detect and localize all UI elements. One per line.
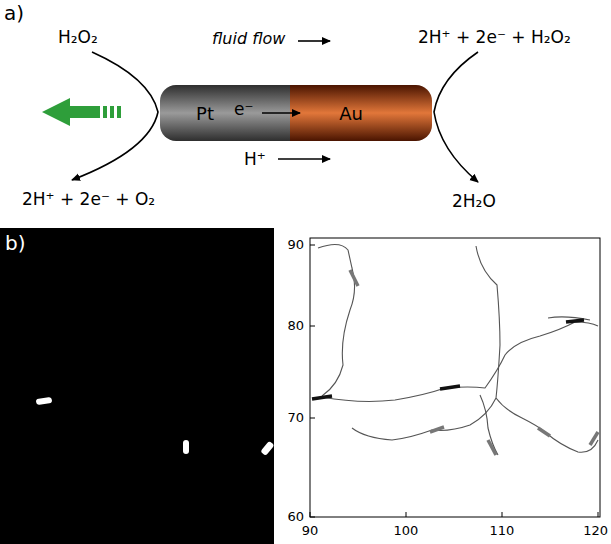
axis-tick: 100: [394, 524, 419, 538]
axis-tick: 120: [583, 524, 608, 538]
axis-tick: 110: [490, 524, 515, 538]
panel-label: a): [4, 2, 24, 24]
flow-arrow: [298, 40, 330, 42]
axis-tick: 80: [287, 319, 304, 333]
reaction-product: 2H₂O: [452, 192, 496, 211]
reaction-arrow: [434, 52, 478, 182]
reactant: H₂O₂: [58, 28, 98, 47]
trajectory-plot: [310, 238, 600, 517]
reaction-product: 2H⁺ + 2e⁻ + O₂: [22, 190, 155, 209]
microscope-image: [0, 228, 274, 544]
proton-arrow: [278, 158, 330, 160]
axis-tick: 90: [302, 524, 319, 538]
axis-tick: 60: [287, 510, 304, 524]
axis-tick: 90: [287, 238, 304, 252]
reaction-product: 2H⁺ + 2e⁻ + H₂O₂: [418, 28, 571, 47]
electron-label: e⁻: [234, 100, 253, 119]
motion-arrow: [42, 98, 121, 126]
proton-label: H⁺: [244, 150, 266, 169]
rod-segment: Pt: [160, 85, 290, 141]
metal-label: Au: [339, 103, 363, 124]
metal-label: Pt: [196, 103, 214, 124]
flow-label: fluid flow: [212, 30, 285, 48]
rod-segment: Au: [290, 85, 432, 141]
nanorod-blob: [36, 397, 275, 456]
axis-tick: 70: [287, 411, 304, 425]
panel-label: b): [5, 232, 26, 254]
